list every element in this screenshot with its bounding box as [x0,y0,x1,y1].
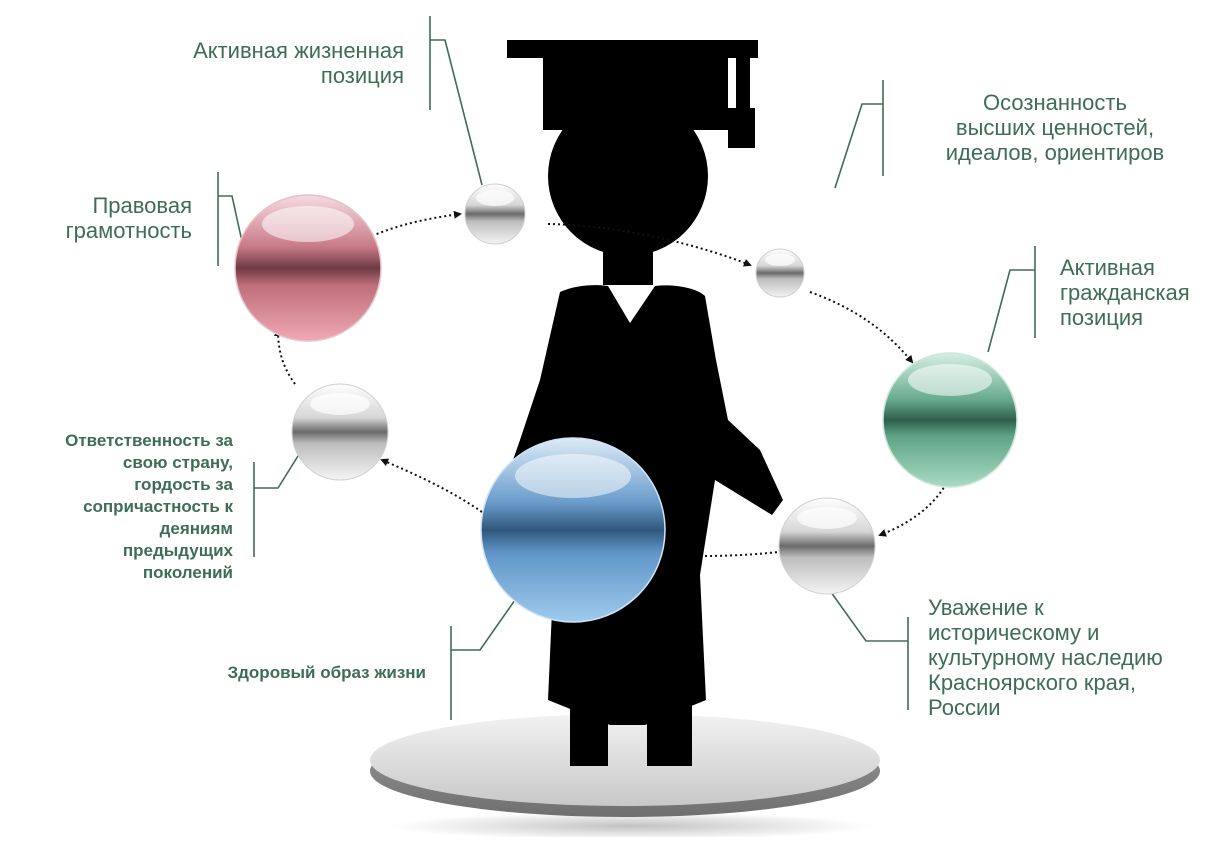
label-active-life: Активная жизненная позиция [193,38,404,88]
graduate-silhouette-icon [492,40,783,766]
label-civic: Активная гражданская позиция [1060,255,1190,330]
label-responsibility: Ответственность за свою страну, гордость… [65,431,233,582]
sphere-responsibility [291,383,389,481]
label-heritage: Уважение к историческому и культурному н… [928,595,1163,720]
pedestal [370,714,880,840]
sphere-heritage [778,497,876,595]
sphere-active-life [464,183,526,245]
sphere-legal [234,194,382,342]
flow-arrows [274,210,956,557]
sphere-civic [882,352,1018,488]
label-legal: Правовая грамотность [65,193,192,243]
label-awareness: Осознанность высших ценностей, идеалов, … [945,90,1165,165]
sphere-health [480,437,666,623]
label-health: Здоровый образ жизни [227,663,426,682]
sphere-awareness [755,248,805,298]
callout-lines [217,16,1036,720]
